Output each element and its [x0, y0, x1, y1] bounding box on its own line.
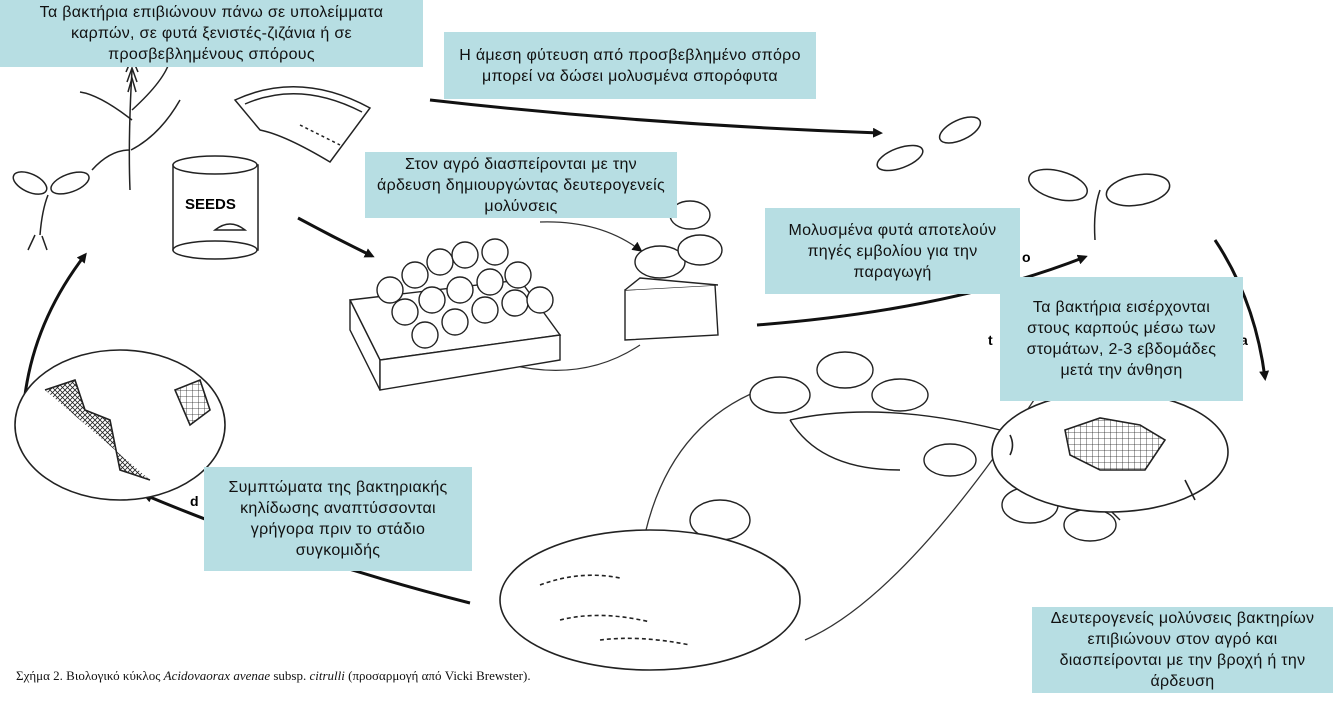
- watermelon-slice-icon: [233, 86, 372, 163]
- caption-suffix: (προσαρμογή από Vicki Brewster).: [344, 668, 531, 683]
- box-fruit-entry: Τα βακτήρια εισέρχονται στους καρπούς μέ…: [1000, 277, 1243, 401]
- caption-subspecies: citrulli: [309, 668, 345, 683]
- weed-plant-icon: [79, 56, 181, 191]
- arrow-to-fruit: [1213, 239, 1270, 381]
- arrow-to-seedlings: [429, 98, 883, 138]
- caption-species: Acidovaorax avenae: [163, 668, 271, 683]
- potted-plant-icon: [624, 200, 723, 341]
- box-inoculum: Μολυσμένα φυτά αποτελούν πηγές εμβολίου …: [765, 208, 1020, 294]
- arrow-to-inoculum: [756, 254, 1088, 327]
- caption-middle: subsp.: [270, 668, 310, 683]
- seeds-can-icon: [172, 155, 259, 260]
- seedling-right-icon: [1028, 168, 1171, 241]
- seedling-left-icon: [12, 171, 90, 251]
- box-field-spread: Στον αγρό διασπείρονται με την άρδευση δ…: [365, 152, 677, 218]
- seed-pair-icon: [876, 116, 982, 172]
- box-survival: Τα βακτήρια επιβιώνουν πάνω σε υπολείμμα…: [0, 0, 423, 67]
- stray-letter-4: d: [190, 493, 199, 509]
- box-symptoms: Συμπτώματα της βακτηριακής κηλίδωσης ανα…: [204, 467, 472, 571]
- infected-fruit-right-icon: [991, 391, 1229, 513]
- infected-fruit-bottom-icon: [499, 529, 801, 671]
- arc-tray-to-pot: [539, 221, 643, 252]
- caption-prefix: Σχήμα 2. Βιολογικό κύκλος: [16, 668, 164, 683]
- seed-tray-icon: [348, 238, 562, 391]
- stray-letter-3: a: [1240, 332, 1248, 348]
- arrow-to-debris: [23, 252, 87, 396]
- cracked-fruit-icon: [14, 349, 226, 501]
- seeds-can-label: SEEDS: [185, 196, 236, 213]
- stray-letter-2: t: [988, 332, 993, 348]
- arrow-to-tray: [297, 216, 375, 258]
- box-secondary: Δευτερογενείς μολύνσεις βακτηρίων επιβιώ…: [1032, 607, 1333, 693]
- figure-caption: Σχήμα 2. Βιολογικό κύκλος Acidovaorax av…: [16, 668, 531, 684]
- box-direct-sowing: Η άμεση φύτευση από προσβεβλημένο σπόρο …: [444, 32, 816, 99]
- stray-letter-1: o: [1022, 249, 1031, 265]
- arc-field-cycle: [639, 389, 761, 561]
